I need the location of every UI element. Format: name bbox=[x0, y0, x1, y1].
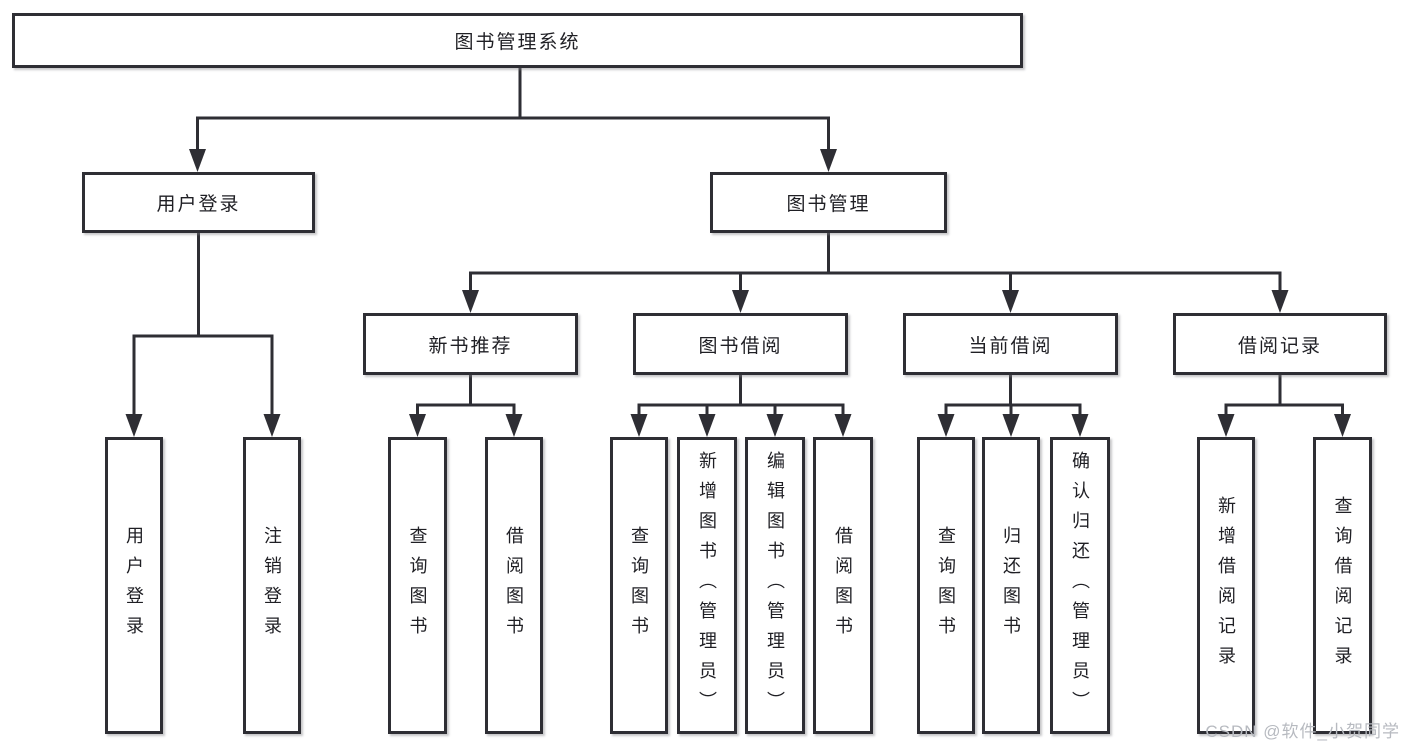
leaf-label: 借阅图书 bbox=[833, 525, 853, 646]
leaf-query-book-newbook: 查询图书 bbox=[388, 437, 447, 734]
leaf-label: 新增借阅记录 bbox=[1216, 495, 1236, 676]
connector-user-login-to-leaves bbox=[125, 233, 281, 437]
leaf-logout: 注销登录 bbox=[243, 437, 301, 734]
connector-borrow-record-to-leaves bbox=[1217, 375, 1351, 437]
connector-book-borrow-to-leaves bbox=[630, 375, 852, 437]
leaf-query-book-borrowing: 查询图书 bbox=[610, 437, 668, 734]
node-book-borrowing: 图书借阅 bbox=[633, 313, 848, 375]
leaf-borrow-book: 借阅图书 bbox=[813, 437, 873, 734]
leaf-query-book-current: 查询图书 bbox=[917, 437, 975, 734]
leaf-label: 查询图书 bbox=[407, 525, 428, 646]
leaf-add-borrow-record: 新增借阅记录 bbox=[1197, 437, 1255, 734]
node-current-borrowing: 当前借阅 bbox=[903, 313, 1118, 375]
leaf-label: 新增图书（管理员） bbox=[697, 450, 717, 721]
node-user-login: 用户登录 bbox=[82, 172, 315, 233]
leaf-borrow-book-newbook: 借阅图书 bbox=[485, 437, 543, 734]
node-book-management: 图书管理 bbox=[710, 172, 947, 233]
connector-root-to-level2 bbox=[189, 68, 837, 172]
leaf-label: 借阅图书 bbox=[504, 525, 524, 646]
leaf-add-book-admin: 新增图书（管理员） bbox=[677, 437, 737, 734]
leaf-label: 确认归还（管理员） bbox=[1070, 450, 1090, 721]
connector-current-borrow-to-leaves bbox=[937, 375, 1089, 437]
leaf-label: 查询图书 bbox=[629, 525, 649, 646]
node-new-book-recommend: 新书推荐 bbox=[363, 313, 578, 375]
leaf-label: 用户登录 bbox=[124, 525, 144, 646]
leaf-label: 归还图书 bbox=[1001, 525, 1021, 646]
leaf-return-book: 归还图书 bbox=[982, 437, 1040, 734]
connector-book-mgmt-to-level3 bbox=[462, 233, 1289, 313]
leaf-user-login-action: 用户登录 bbox=[105, 437, 163, 734]
node-root-system: 图书管理系统 bbox=[12, 13, 1023, 68]
leaf-label: 查询借阅记录 bbox=[1332, 495, 1353, 676]
node-borrowing-record: 借阅记录 bbox=[1173, 313, 1387, 375]
leaf-label: 查询图书 bbox=[936, 525, 956, 646]
leaf-confirm-return-admin: 确认归还（管理员） bbox=[1050, 437, 1110, 734]
csdn-watermark: CSDN @软件_小贺同学 bbox=[1205, 722, 1400, 741]
connector-new-book-to-leaves bbox=[409, 375, 523, 437]
leaf-edit-book-admin: 编辑图书（管理员） bbox=[745, 437, 805, 734]
leaf-label: 注销登录 bbox=[262, 525, 282, 646]
leaf-query-borrow-record: 查询借阅记录 bbox=[1313, 437, 1372, 734]
leaf-label: 编辑图书（管理员） bbox=[765, 450, 785, 721]
